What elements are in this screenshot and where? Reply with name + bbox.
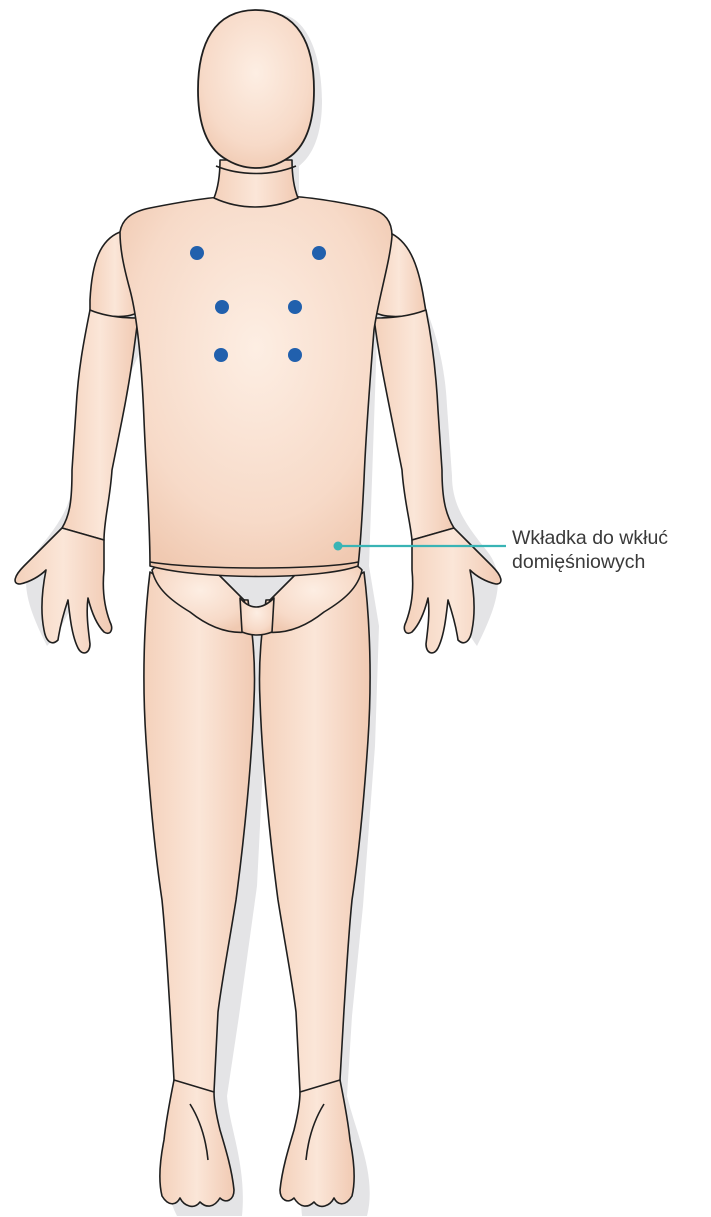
injection-site-dot bbox=[190, 246, 204, 260]
head bbox=[198, 10, 314, 168]
callout-anchor-dot bbox=[334, 542, 343, 551]
callout-label: Wkładka do wkłuć domięśniowych bbox=[512, 526, 668, 574]
callout-label-line-1: Wkładka do wkłuć bbox=[512, 526, 668, 550]
right-leg bbox=[259, 572, 370, 1206]
torso bbox=[120, 196, 392, 577]
injection-site-dot bbox=[312, 246, 326, 260]
injection-site-dot bbox=[288, 300, 302, 314]
injection-site-dot bbox=[288, 348, 302, 362]
injection-site-dot bbox=[214, 348, 228, 362]
injection-site-dot bbox=[215, 300, 229, 314]
callout-label-line-2: domięśniowych bbox=[512, 550, 668, 574]
left-leg bbox=[144, 572, 255, 1206]
